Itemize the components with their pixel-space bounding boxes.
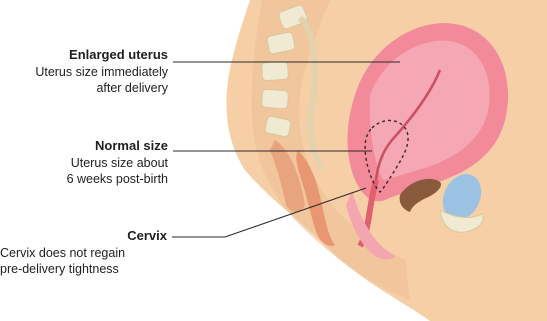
- annotation-text-line: after delivery: [0, 80, 168, 96]
- annotation-enlarged-uterus: Enlarged uterus Uterus size immediately …: [0, 47, 168, 96]
- annotation-text-line: 6 weeks post-birth: [0, 171, 168, 187]
- annotation-title: Cervix: [0, 228, 167, 245]
- annotation-title: Normal size: [0, 138, 168, 155]
- annotation-title: Enlarged uterus: [0, 47, 168, 64]
- annotation-normal-size: Normal size Uterus size about 6 weeks po…: [0, 138, 168, 187]
- annotation-text-line: Uterus size immediately: [0, 64, 168, 80]
- annotation-text-line: Cervix does not regain: [0, 245, 168, 261]
- annotation-text-line: pre-delivery tightness: [0, 261, 168, 277]
- annotation-cervix: Cervix Cervix does not regain pre-delive…: [0, 228, 168, 277]
- annotation-text-line: Uterus size about: [0, 155, 168, 171]
